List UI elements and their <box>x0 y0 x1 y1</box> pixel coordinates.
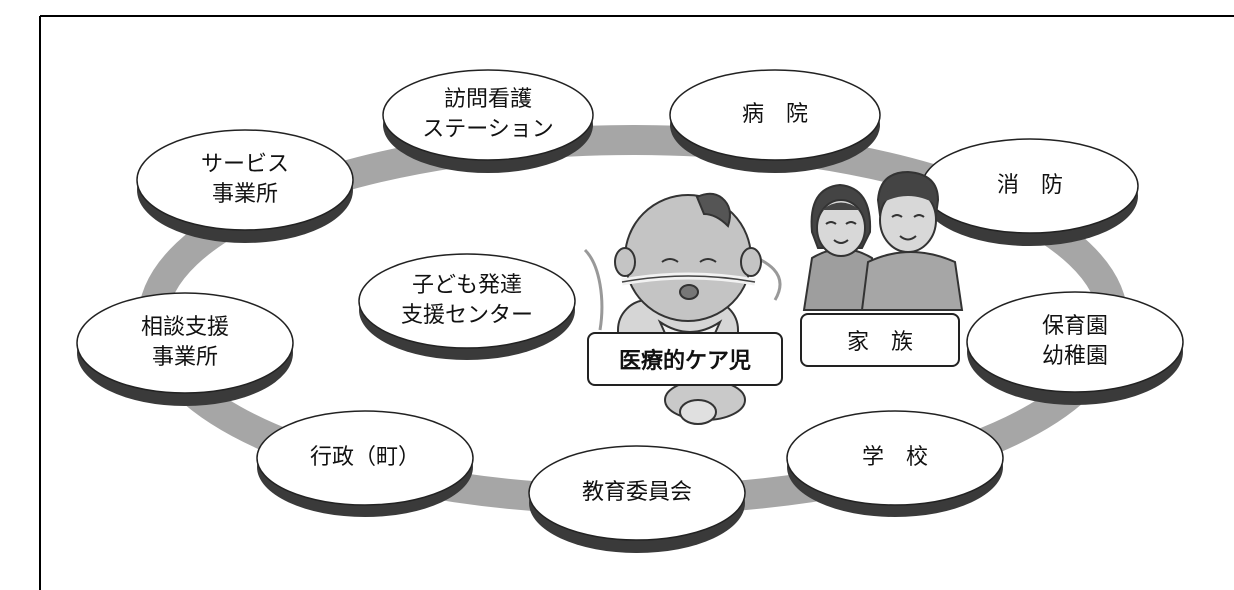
visiting-nursing-line-2: ステーション <box>422 117 554 142</box>
hospital-label: 病 院 <box>670 70 880 160</box>
administration-label: 行政（町） <box>257 411 473 505</box>
node-education-board <box>528 445 746 553</box>
node-fire-dept <box>921 138 1139 246</box>
fire-dept-line-1: 消 防 <box>996 173 1063 198</box>
service-office-line-2: 事業所 <box>211 182 278 207</box>
child-dev-center-label: 子ども発達 支援センター <box>359 254 575 348</box>
node-hospital <box>669 69 881 173</box>
node-visiting-nursing <box>382 69 594 173</box>
node-administration <box>256 410 474 517</box>
visiting-nursing-label: 訪問看護 ステーション <box>383 70 593 160</box>
fire-dept-label: 消 防 <box>922 139 1138 233</box>
medical-care-child-label: 医療的ケア児 <box>587 332 783 386</box>
child-illustration <box>583 192 782 425</box>
node-service-office <box>136 129 354 243</box>
visiting-nursing-line-1: 訪問看護 <box>443 87 532 112</box>
family-illustration <box>802 170 964 311</box>
child-dev-center-line-1: 子ども発達 <box>411 273 522 298</box>
node-nursery <box>966 291 1184 405</box>
school-label: 学 校 <box>787 411 1003 505</box>
consultation-line-1: 相談支援 <box>140 315 229 340</box>
consultation-label: 相談支援 事業所 <box>77 293 293 393</box>
nursery-line-1: 保育園 <box>1041 314 1108 339</box>
education-board-line-1: 教育委員会 <box>581 480 692 505</box>
school-line-1: 学 校 <box>861 445 928 470</box>
node-school <box>786 410 1004 517</box>
education-board-label: 教育委員会 <box>529 446 745 540</box>
family-label: 家 族 <box>800 313 960 367</box>
child-dev-center-line-2: 支援センター <box>400 303 533 328</box>
hospital-line-1: 病 院 <box>741 102 808 127</box>
nursery-label: 保育園 幼稚園 <box>967 292 1183 392</box>
nursery-line-2: 幼稚園 <box>1041 344 1108 369</box>
consultation-line-2: 事業所 <box>151 345 218 370</box>
administration-line-1: 行政（町） <box>309 445 420 470</box>
node-consultation <box>76 292 294 406</box>
service-office-line-1: サービス <box>200 152 289 177</box>
service-office-label: サービス 事業所 <box>137 130 353 230</box>
node-child-dev-center <box>358 253 576 360</box>
